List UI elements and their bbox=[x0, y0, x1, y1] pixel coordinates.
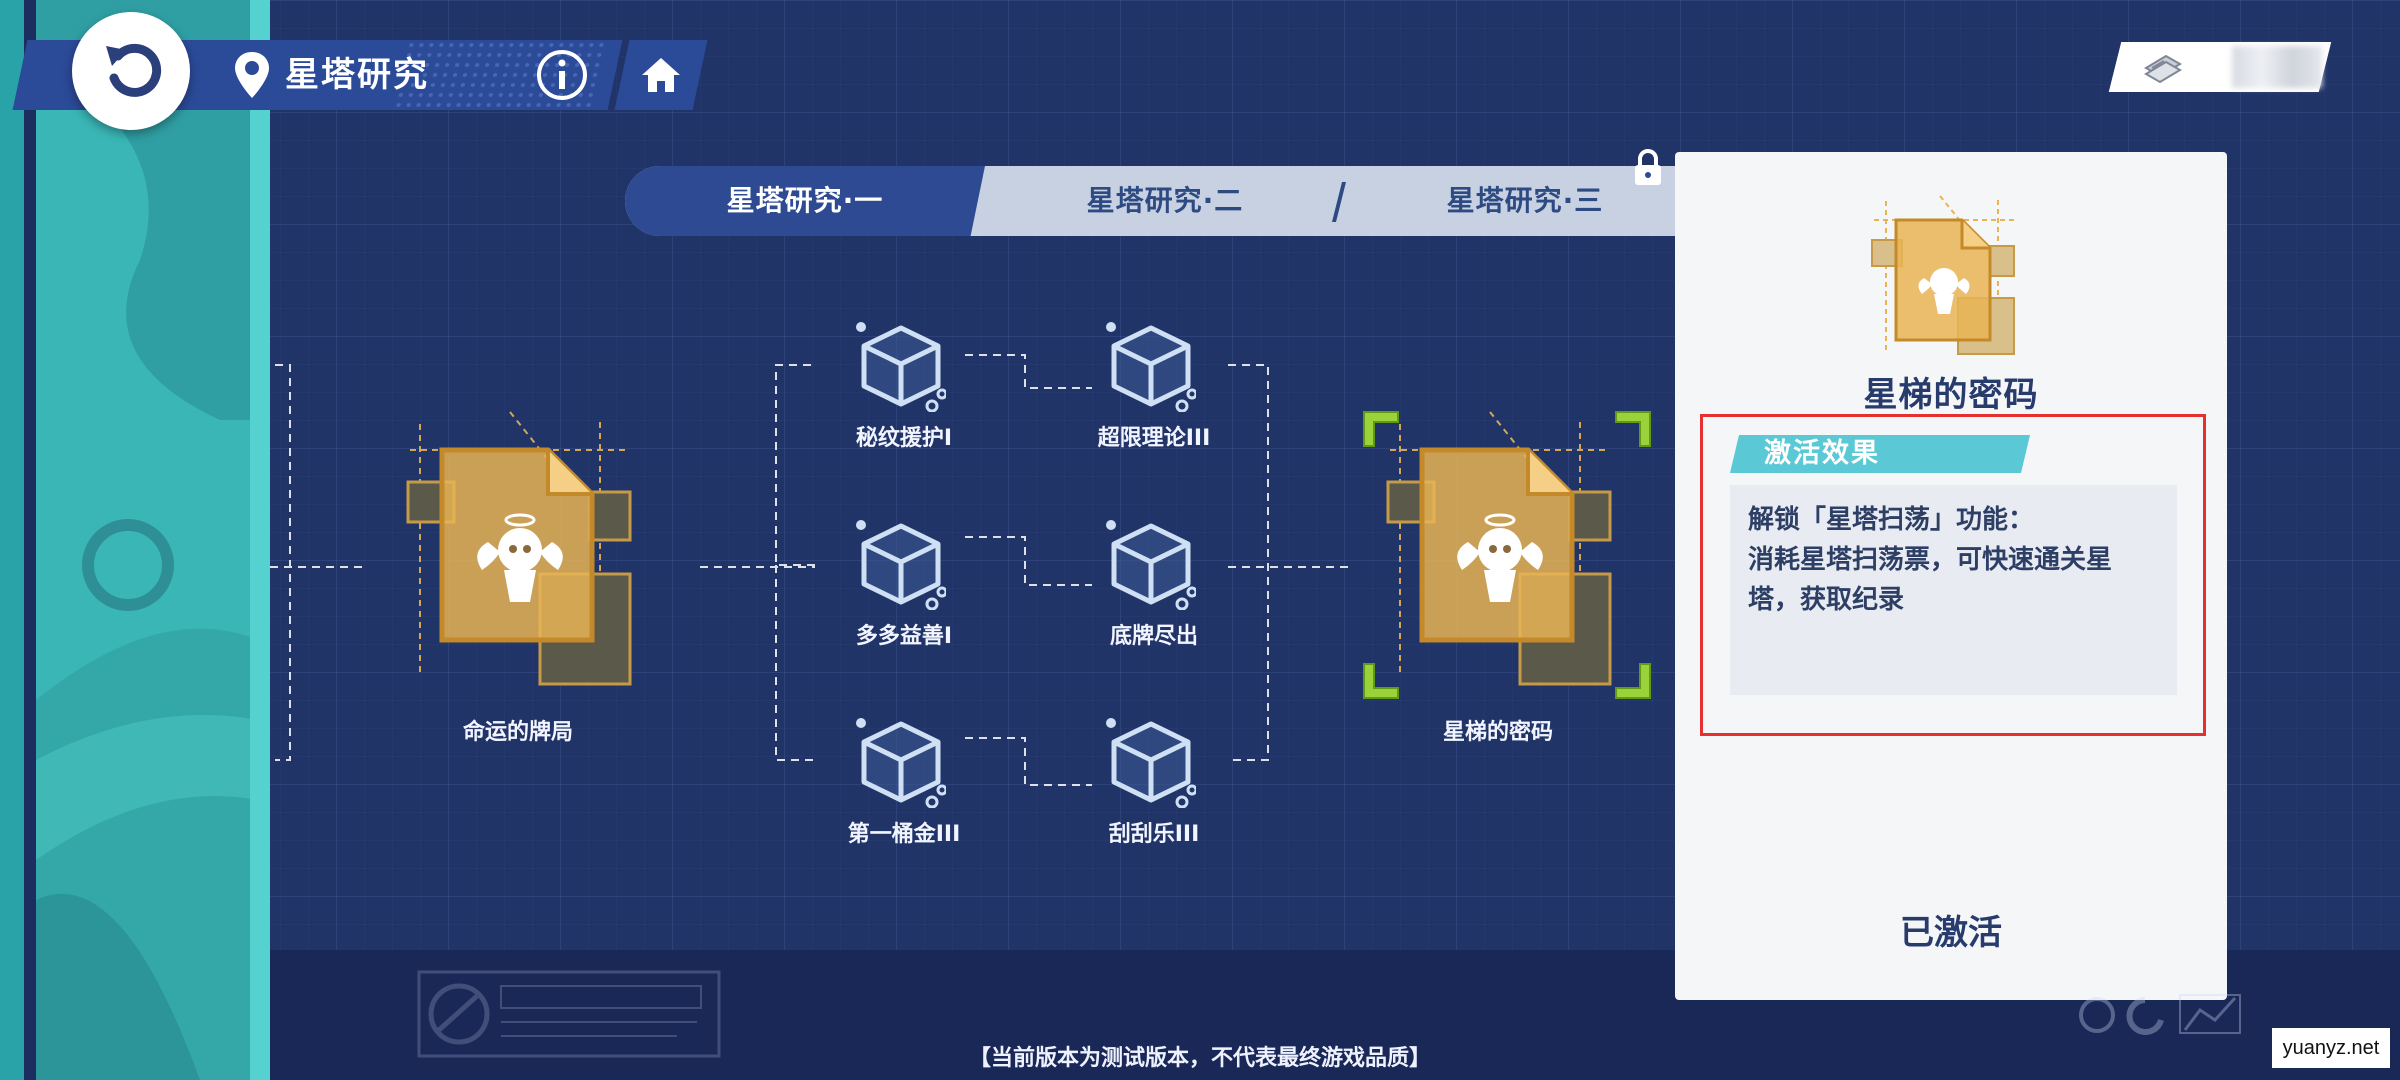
effect-body bbox=[1730, 485, 2177, 695]
selection-corners-icon bbox=[1363, 411, 1651, 699]
cube-icon[interactable] bbox=[856, 518, 946, 610]
site-watermark: yuanyz.net bbox=[2272, 1028, 2390, 1068]
effect-description: 解锁「星塔扫荡」功能： 消耗星塔扫荡票，可快速通关星 塔，获取纪录 bbox=[1748, 500, 2168, 620]
location-pin-icon bbox=[235, 52, 269, 98]
cube-icon[interactable] bbox=[856, 716, 946, 808]
effect-header-bar bbox=[1730, 435, 2030, 473]
node-label-first-gold: 第一桶金III bbox=[847, 822, 961, 847]
lock-icon bbox=[1635, 149, 1661, 185]
node-label-fate-game: 命运的牌局 bbox=[462, 720, 573, 745]
tab-active-bg bbox=[625, 166, 985, 236]
effect-line: 消耗星塔扫荡票，可快速通关星 bbox=[1748, 545, 2113, 575]
page-title: 星塔研究 bbox=[285, 55, 429, 95]
info-icon[interactable] bbox=[535, 48, 589, 102]
node-label-overlimit-theory: 超限理论III bbox=[1097, 426, 1211, 451]
corner-decor-icon bbox=[2079, 994, 2241, 1035]
cube-icon[interactable] bbox=[1106, 518, 1196, 610]
back-arrow-icon bbox=[106, 43, 162, 97]
tab-research-2[interactable]: 星塔研究·二 bbox=[1086, 184, 1244, 217]
document-card-icon[interactable] bbox=[400, 402, 640, 692]
cube-icon[interactable] bbox=[856, 320, 946, 412]
currency-amount-blurred bbox=[2232, 46, 2322, 88]
detail-title: 星梯的密码 bbox=[1863, 375, 2039, 415]
node-label-rune-guard: 秘纹援护I bbox=[855, 426, 953, 451]
cube-icon[interactable] bbox=[1106, 716, 1196, 808]
effect-line: 解锁「星塔扫荡」功能： bbox=[1748, 505, 2035, 535]
node-label-star-ladder-code: 星梯的密码 bbox=[1442, 720, 1553, 745]
document-card-icon[interactable] bbox=[1380, 402, 1620, 692]
node-label-all-in: 底牌尽出 bbox=[1109, 624, 1198, 649]
tab-research-1[interactable]: 星塔研究·一 bbox=[726, 184, 884, 217]
tab-research-3[interactable]: 星塔研究·三 bbox=[1446, 184, 1604, 217]
home-button[interactable] bbox=[614, 40, 708, 110]
effect-highlight-box bbox=[1700, 414, 2206, 736]
left-decor-strip bbox=[0, 0, 270, 1080]
effect-header-label: 激活效果 bbox=[1764, 438, 1880, 469]
activated-status: 已激活 bbox=[1900, 913, 2002, 953]
test-version-notice: 【当前版本为测试版本，不代表最终游戏品质】 bbox=[968, 1046, 1431, 1071]
cube-icon[interactable] bbox=[1106, 320, 1196, 412]
effect-line: 塔，获取纪录 bbox=[1748, 585, 1905, 615]
node-label-more-the-better: 多多益善I bbox=[855, 624, 953, 649]
document-card-icon bbox=[1871, 195, 2016, 355]
back-button[interactable] bbox=[72, 12, 190, 130]
node-label-scratch-card: 刮刮乐III bbox=[1108, 822, 1200, 847]
ticket-stack-icon bbox=[2144, 54, 2182, 84]
stamp-decor-icon bbox=[417, 970, 721, 1058]
home-icon bbox=[642, 58, 680, 92]
